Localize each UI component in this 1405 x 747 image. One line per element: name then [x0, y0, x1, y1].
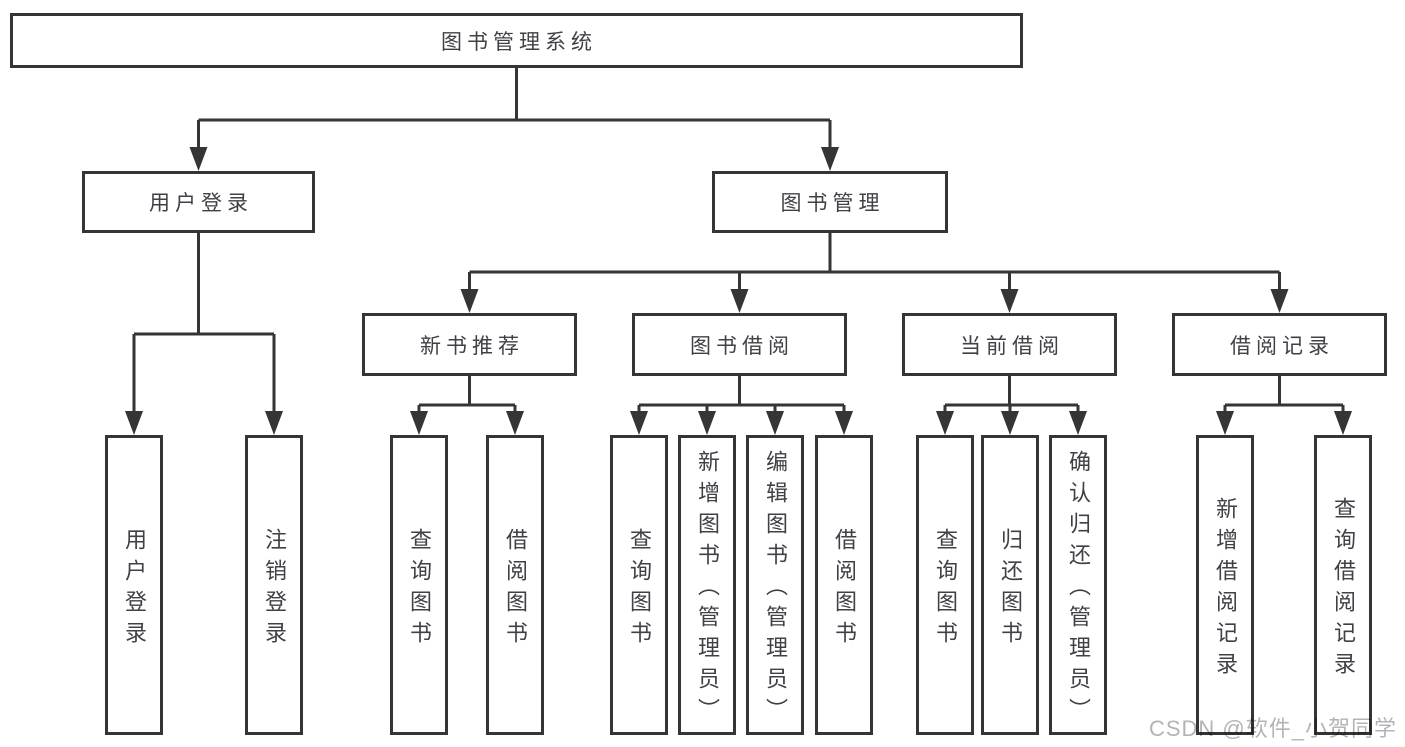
- leaf-query-borrow-record: 查询借阅记录: [1314, 435, 1372, 735]
- node-root-label: 图书管理系统: [441, 30, 597, 54]
- leaf-logout: 注销登录: [245, 435, 303, 735]
- leaf-add-books-admin: 新增图书（管理员）: [678, 435, 736, 735]
- leaf-edit-books-admin-label: 编辑图书（管理员）: [763, 450, 788, 729]
- leaf-borrow-query-books-label: 查询图书: [627, 527, 652, 652]
- leaf-logout-label: 注销登录: [262, 527, 287, 652]
- leaf-add-borrow-record-label: 新增借阅记录: [1213, 496, 1238, 683]
- leaf-newbook-query-books-label: 查询图书: [407, 527, 432, 652]
- arrowheads: [125, 147, 1352, 435]
- node-book-management: 图书管理: [712, 171, 948, 233]
- csdn-watermark: CSDN @软件_小贺同学: [1148, 716, 1397, 741]
- leaf-add-books-admin-label: 新增图书（管理员）: [695, 450, 720, 729]
- leaf-borrow-books: 借阅图书: [815, 435, 873, 735]
- leaf-newbook-query-books: 查询图书: [390, 435, 448, 735]
- node-current-borrow-label: 当前借阅: [960, 334, 1064, 358]
- node-book-borrow: 图书借阅: [632, 313, 847, 376]
- node-book-borrow-label: 图书借阅: [690, 334, 794, 358]
- leaf-confirm-return-admin: 确认归还（管理员）: [1049, 435, 1107, 735]
- leaf-query-borrow-record-label: 查询借阅记录: [1331, 496, 1356, 683]
- node-borrow-record-label: 借阅记录: [1230, 334, 1334, 358]
- node-borrow-record: 借阅记录: [1172, 313, 1387, 376]
- node-root: 图书管理系统: [10, 13, 1023, 68]
- node-user-login: 用户登录: [82, 171, 315, 233]
- leaf-newbook-borrow-books-label: 借阅图书: [503, 527, 528, 652]
- node-current-borrow: 当前借阅: [902, 313, 1117, 376]
- leaf-borrow-query-books: 查询图书: [610, 435, 668, 735]
- leaf-borrow-books-label: 借阅图书: [832, 527, 857, 652]
- leaf-edit-books-admin: 编辑图书（管理员）: [746, 435, 804, 735]
- leaf-confirm-return-admin-label: 确认归还（管理员）: [1066, 450, 1091, 729]
- leaf-return-books: 归还图书: [981, 435, 1039, 735]
- leaf-user-login: 用户登录: [105, 435, 163, 735]
- leaf-add-borrow-record: 新增借阅记录: [1196, 435, 1254, 735]
- node-book-management-label: 图书管理: [780, 192, 885, 215]
- leaf-current-query-books-label: 查询图书: [933, 527, 958, 652]
- leaf-newbook-borrow-books: 借阅图书: [486, 435, 544, 735]
- node-new-book-recommend: 新书推荐: [362, 313, 577, 376]
- leaf-current-query-books: 查询图书: [916, 435, 974, 735]
- leaf-return-books-label: 归还图书: [998, 527, 1023, 652]
- leaf-user-login-label: 用户登录: [122, 527, 147, 652]
- node-new-book-recommend-label: 新书推荐: [420, 334, 524, 358]
- node-user-login-label: 用户登录: [149, 192, 253, 215]
